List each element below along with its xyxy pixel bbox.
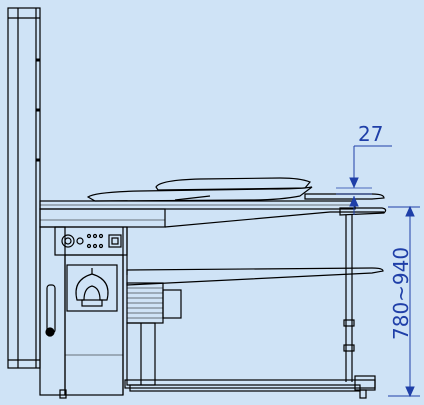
machine-outline	[7, 7, 387, 399]
ironing-arm	[304, 193, 387, 216]
dimension-height	[388, 205, 420, 398]
lower-board	[126, 267, 384, 286]
cabinet	[39, 226, 128, 396]
base-frame	[59, 375, 376, 399]
right-column	[343, 215, 355, 382]
back-panel	[7, 7, 41, 369]
dimension-height-label: 780~940	[389, 247, 413, 340]
dimension-thickness-label: 27	[358, 122, 383, 146]
upper-press-head	[86, 177, 313, 202]
motor	[126, 282, 182, 386]
dimension-thickness	[336, 145, 392, 215]
